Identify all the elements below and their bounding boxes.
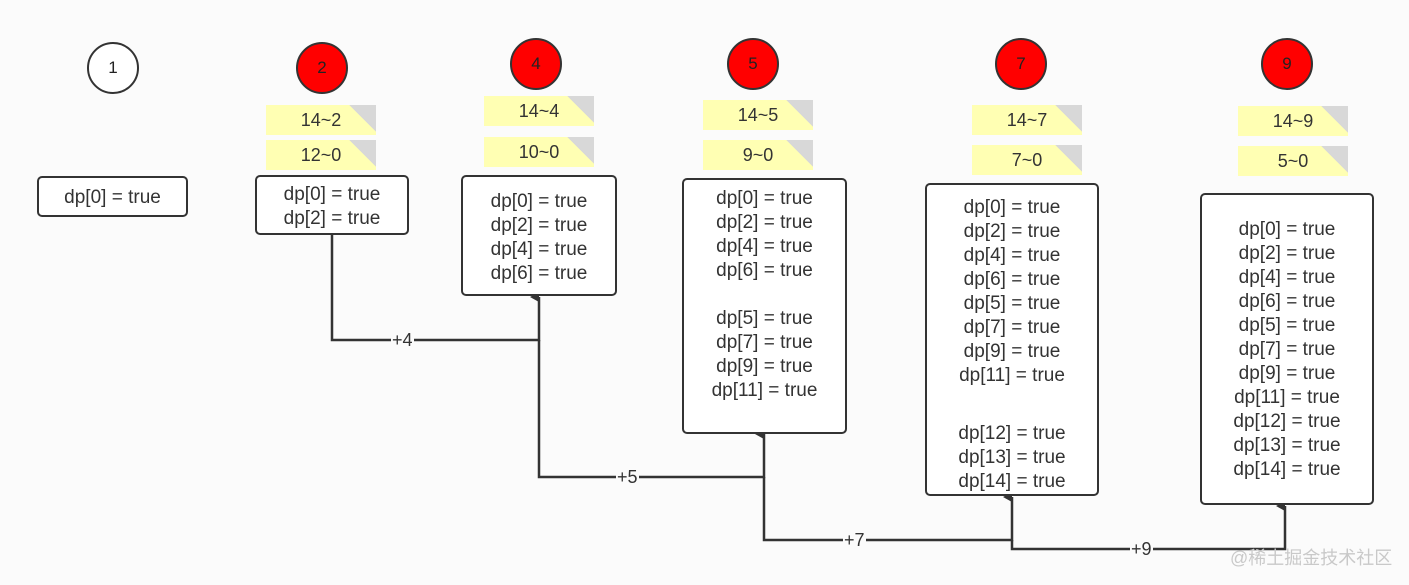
range-note-9-0: 14~9 — [1238, 106, 1348, 136]
dp-line: dp[5] = true — [716, 308, 813, 329]
dp-line: dp[7] = true — [716, 332, 813, 353]
node-circle-7: 7 — [995, 38, 1047, 90]
dp-line: dp[6] = true — [716, 260, 813, 281]
range-note-5-0: 14~5 — [703, 100, 813, 130]
dp-line: dp[14] = true — [1233, 459, 1341, 480]
edge-5-to-7 — [762, 477, 1014, 542]
range-note-7-1: 7~0 — [972, 145, 1082, 175]
node-circle-1: 1 — [87, 42, 139, 94]
dp-line: dp[7] = true — [963, 317, 1061, 338]
range-note-2-0: 14~2 — [266, 105, 376, 135]
dp-line: dp[7] = true — [1238, 339, 1336, 360]
dp-line: dp[11] = true — [959, 365, 1065, 386]
edge-label-4-to-5: +5 — [616, 467, 639, 487]
range-note-5-1: 9~0 — [703, 140, 813, 170]
range-note-7-0: 14~7 — [972, 105, 1082, 135]
dp-line: dp[2] = true — [490, 215, 588, 236]
range-note-9-1: 5~0 — [1238, 146, 1348, 176]
edge-2-to-4 — [330, 235, 541, 342]
dp-line: dp[0] = true — [716, 188, 813, 209]
node-circle-2: 2 — [296, 42, 348, 94]
dp-line: dp[14] = true — [958, 471, 1066, 492]
dp-line: dp[0] = true — [283, 184, 381, 205]
dp-line: dp[2] = true — [963, 221, 1061, 242]
dp-line: dp[9] = true — [963, 341, 1061, 362]
edge-4-to-5 — [537, 340, 766, 479]
range-note-2-1: 12~0 — [266, 140, 376, 170]
dp-line: dp[13] = true — [958, 447, 1066, 468]
dp-line: dp[9] = true — [716, 356, 813, 377]
watermark: @稀土掘金技术社区 — [1230, 548, 1393, 568]
dp-line: dp[11] = true — [1234, 387, 1340, 408]
dp-line: dp[9] = true — [1238, 363, 1336, 384]
dp-line: dp[4] = true — [490, 239, 588, 260]
node-circle-5: 5 — [727, 38, 779, 90]
dp-box-4: dp[0] = true dp[2] = true dp[4] = true dp[6… — [461, 175, 617, 296]
dp-line: dp[11] = true — [711, 380, 818, 401]
dp-line: dp[0] = true — [64, 187, 161, 208]
dp-line: dp[2] = true — [1238, 243, 1336, 264]
dp-line: dp[0] = true — [1238, 219, 1336, 240]
dp-line: dp[2] = true — [283, 208, 381, 229]
range-note-4-1: 10~0 — [484, 137, 594, 167]
dp-line: dp[4] = true — [963, 245, 1061, 266]
dp-line: dp[0] = true — [963, 197, 1061, 218]
node-circle-9: 9 — [1261, 38, 1313, 90]
edge-label-2-to-4: +4 — [391, 330, 414, 350]
range-note-4-0: 14~4 — [484, 96, 594, 126]
dp-box-5: dp[0] = true dp[2] = true dp[4] = true dp[6… — [682, 178, 847, 434]
dp-line: dp[6] = true — [1238, 291, 1336, 312]
dp-line: dp[5] = true — [1238, 315, 1336, 336]
dp-line: dp[6] = true — [963, 269, 1061, 290]
dp-line: dp[4] = true — [1238, 267, 1336, 288]
dp-line: dp[13] = true — [1233, 435, 1341, 456]
dp-line: dp[12] = true — [1233, 411, 1341, 432]
node-circle-4: 4 — [510, 38, 562, 90]
dp-box-2: dp[0] = true dp[2] = true — [255, 175, 409, 235]
dp-line: dp[4] = true — [716, 236, 813, 257]
dp-box-9: dp[0] = true dp[2] = true dp[4] = true dp[6… — [1200, 193, 1374, 505]
dp-line: dp[5] = true — [963, 293, 1061, 314]
edge-label-5-to-7: +7 — [843, 530, 866, 550]
dp-box-7: dp[0] = true dp[2] = true dp[4] = true dp[6… — [925, 183, 1099, 496]
edge-label-7-to-9: +9 — [1130, 539, 1153, 559]
dp-box-1: dp[0] = true — [37, 176, 188, 217]
dp-line: dp[0] = true — [490, 191, 588, 212]
dp-line: dp[12] = true — [958, 423, 1066, 444]
dp-line: dp[2] = true — [716, 212, 813, 233]
dp-line: dp[6] = true — [490, 263, 588, 284]
